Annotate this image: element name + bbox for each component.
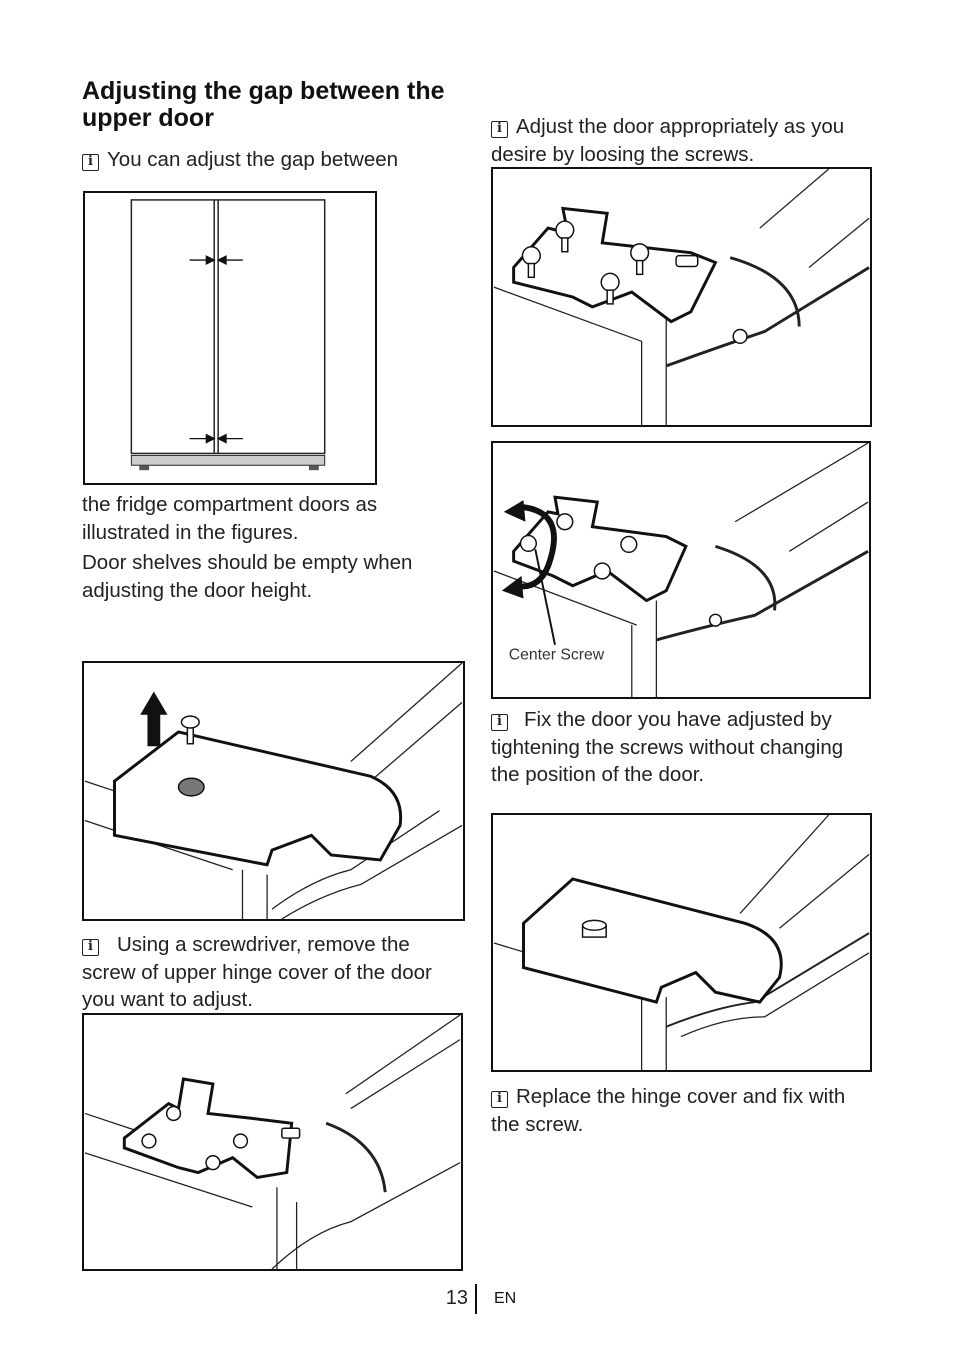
- step4-text: Replace the hinge cover and fix with the…: [491, 1085, 846, 1136]
- step2-text: Adjust the door appropriately as you des…: [491, 115, 845, 166]
- loosened-screws-drawing: [493, 169, 870, 425]
- info-icon: i: [491, 714, 508, 731]
- info-icon: i: [491, 121, 508, 138]
- center-screw-drawing: Center Screw: [493, 443, 869, 697]
- language-label: EN: [494, 1290, 517, 1307]
- fridge-front-figure: [83, 191, 377, 485]
- loosened-screws-figure: [491, 167, 872, 427]
- center-screw-label: Center Screw: [509, 647, 605, 664]
- intro-text: You can adjust the gap between: [107, 148, 399, 171]
- note-text: Door shelves should be empty when adjust…: [82, 551, 413, 602]
- info-icon: i: [82, 939, 99, 956]
- footer-divider: [475, 1284, 477, 1314]
- hinge-cover-removal-figure: [82, 661, 465, 921]
- hinge-cover-replaced-figure: [491, 813, 872, 1072]
- center-screw-figure: Center Screw: [491, 441, 871, 699]
- hinge-plate-drawing: [84, 1015, 461, 1269]
- hinge-cover-drawing: [84, 663, 463, 919]
- fridge-front-drawing: [130, 199, 326, 471]
- info-icon: i: [82, 154, 99, 171]
- section-title: Adjusting the gap between the upper door: [82, 77, 445, 132]
- info-icon: i: [491, 1091, 508, 1108]
- hinge-cover-replaced-drawing: [493, 815, 870, 1070]
- step3-text: Fix the door you have adjusted by tighte…: [491, 708, 844, 786]
- step1-text: Using a screwdriver, remove the screw of…: [82, 933, 432, 1011]
- intro-paragraph: i You can adjust the gap between: [82, 146, 462, 174]
- hinge-plate-figure: [82, 1013, 463, 1271]
- page-number: 13: [445, 1287, 468, 1309]
- continued-text: the fridge compartment doors as illustra…: [82, 493, 378, 544]
